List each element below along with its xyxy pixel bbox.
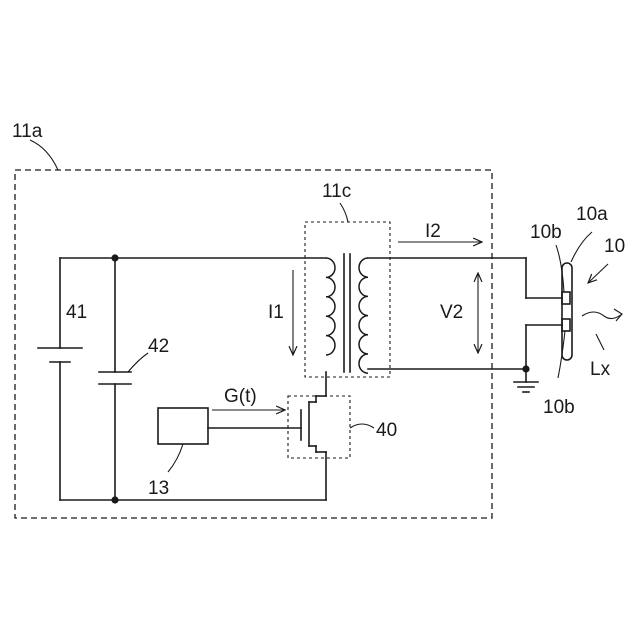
label-11c: 11c: [322, 181, 351, 202]
leader-42: [128, 353, 148, 372]
primary-wiring: [60, 258, 326, 500]
leader-13: [168, 444, 183, 472]
junction-ground: [522, 365, 529, 372]
capacitor-42: [99, 372, 131, 384]
light-arrow-upper: [582, 312, 622, 319]
controller-box-13: [158, 408, 208, 444]
switch-box-40: [288, 396, 350, 458]
electrode-10b-top: [562, 292, 570, 304]
leader-11c: [340, 203, 348, 222]
transformer-box-11c: [305, 222, 390, 377]
light-arrow-lower: [596, 334, 604, 350]
leader-40: [350, 424, 374, 428]
leader-11a: [30, 140, 58, 170]
electrode-10b-bottom: [562, 319, 570, 331]
label-40: 40: [376, 420, 397, 441]
label-lx: Lx: [590, 359, 611, 380]
label-11a: 11a: [12, 121, 43, 142]
label-v2: V2: [440, 302, 463, 323]
module-box-11a: [15, 170, 492, 518]
label-42: 42: [148, 336, 169, 357]
label-10b-top: 10b: [530, 222, 562, 243]
label-13: 13: [148, 478, 169, 499]
label-i1: I1: [268, 302, 284, 323]
secondary-wiring: [368, 258, 562, 382]
transformer-core: [344, 254, 350, 372]
mosfet-40: [301, 396, 316, 452]
ground-icon: [514, 382, 538, 392]
leader-10a: [571, 232, 592, 262]
primary-coil: [326, 258, 335, 355]
label-10: 10: [604, 236, 625, 257]
junction-top: [111, 254, 118, 261]
label-10a: 10a: [576, 204, 608, 225]
label-gate-signal: G(t): [224, 386, 257, 407]
battery-41: [38, 348, 82, 362]
junction-bottom: [111, 496, 118, 503]
label-i2: I2: [425, 221, 441, 242]
label-41: 41: [66, 302, 87, 323]
label-10b-bottom: 10b: [543, 397, 575, 418]
light-arrow-head-upper: [614, 309, 622, 321]
secondary-coil: [359, 258, 368, 373]
arrow-lamp-10: [588, 264, 608, 283]
